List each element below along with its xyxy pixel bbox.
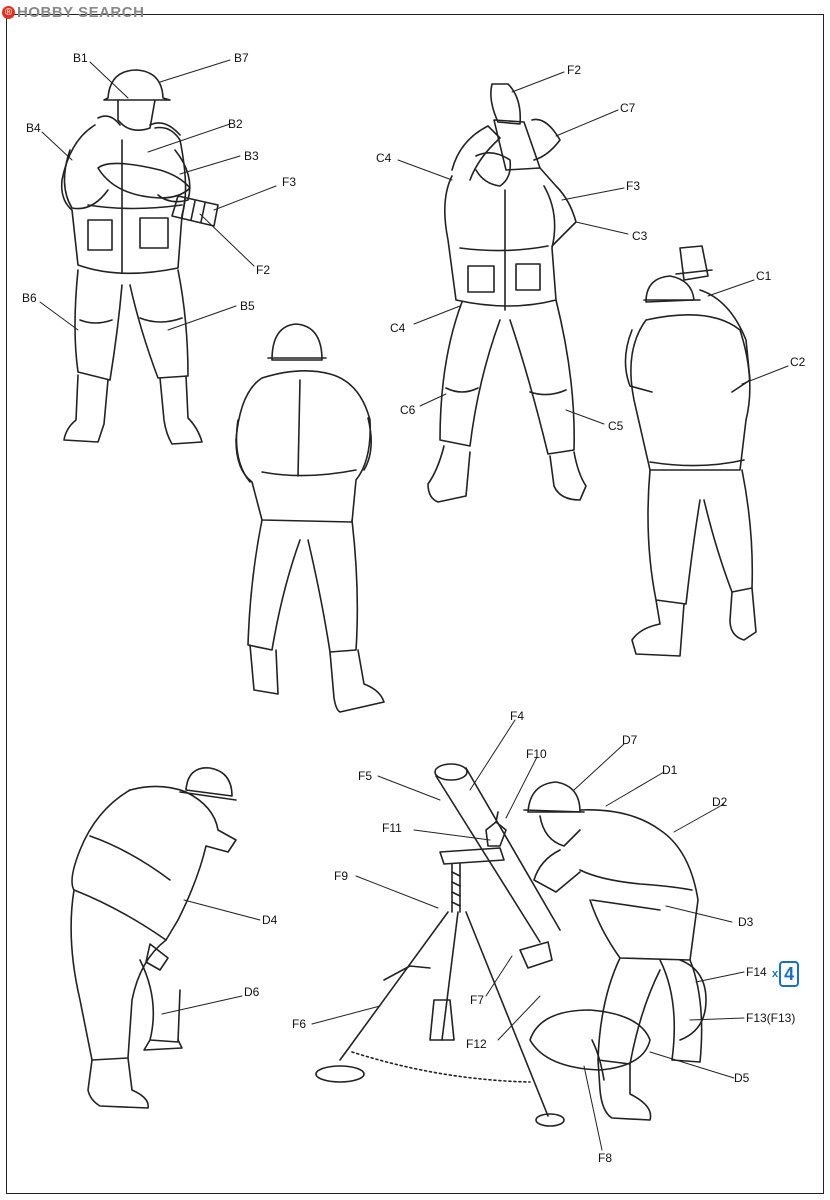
label-f8: F8 — [598, 1151, 613, 1165]
label-c4-upper: C4 — [376, 151, 392, 165]
mortar — [315, 763, 707, 1127]
label-f9: F9 — [334, 869, 349, 883]
figure-d-gunner — [523, 781, 703, 1121]
label-b1: B1 — [73, 51, 88, 65]
label-c6: C6 — [400, 403, 416, 417]
label-d6: D6 — [244, 985, 260, 999]
figure-c-back — [624, 245, 757, 657]
label-d3: D3 — [738, 915, 754, 929]
label-b6: B6 — [22, 291, 37, 305]
label-f11: F11 — [382, 821, 402, 835]
label-c-f3: F3 — [626, 179, 641, 193]
label-c1: C1 — [756, 269, 772, 283]
label-b-f3: F3 — [282, 175, 297, 189]
label-c-f2: F2 — [567, 63, 582, 77]
label-b-f2: F2 — [256, 263, 271, 277]
page-border — [6, 14, 824, 1194]
watermark: ® HOBBY SEARCH — [2, 2, 144, 22]
label-d2: D2 — [712, 795, 728, 809]
label-f5: F5 — [358, 769, 373, 783]
label-f7: F7 — [470, 993, 485, 1007]
label-f4: F4 — [510, 709, 525, 723]
figure-c-lifting — [427, 83, 587, 503]
label-b2: B2 — [228, 117, 243, 131]
label-b7: B7 — [234, 51, 249, 65]
label-f13: F13(F13) — [746, 1011, 796, 1025]
quantity-badge: x 4 — [772, 961, 800, 987]
quantity-multiplier: x — [772, 968, 779, 980]
figure-b — [60, 69, 219, 445]
figure-back-view — [235, 323, 385, 713]
label-c4-lower: C4 — [390, 321, 406, 335]
label-b3: B3 — [244, 149, 259, 163]
label-f6: F6 — [292, 1017, 307, 1031]
label-c5: C5 — [608, 419, 624, 433]
label-d1: D1 — [662, 763, 678, 777]
figure-d-bending — [70, 767, 237, 1109]
label-d4: D4 — [262, 913, 278, 927]
label-b5: B5 — [240, 299, 255, 313]
label-d5: D5 — [734, 1071, 750, 1085]
label-f14: F14 — [746, 965, 767, 979]
label-b4: B4 — [26, 121, 41, 135]
watermark-text: HOBBY SEARCH — [17, 3, 145, 21]
label-f10: F10 — [526, 747, 547, 761]
label-f12: F12 — [466, 1037, 487, 1051]
registered-icon: ® — [2, 5, 15, 19]
leader-lines — [39, 59, 789, 1151]
label-d7: D7 — [622, 733, 638, 747]
label-c7: C7 — [620, 101, 636, 115]
label-c2: C2 — [790, 355, 806, 369]
quantity-value: 4 — [779, 961, 800, 987]
label-c3: C3 — [632, 229, 648, 243]
